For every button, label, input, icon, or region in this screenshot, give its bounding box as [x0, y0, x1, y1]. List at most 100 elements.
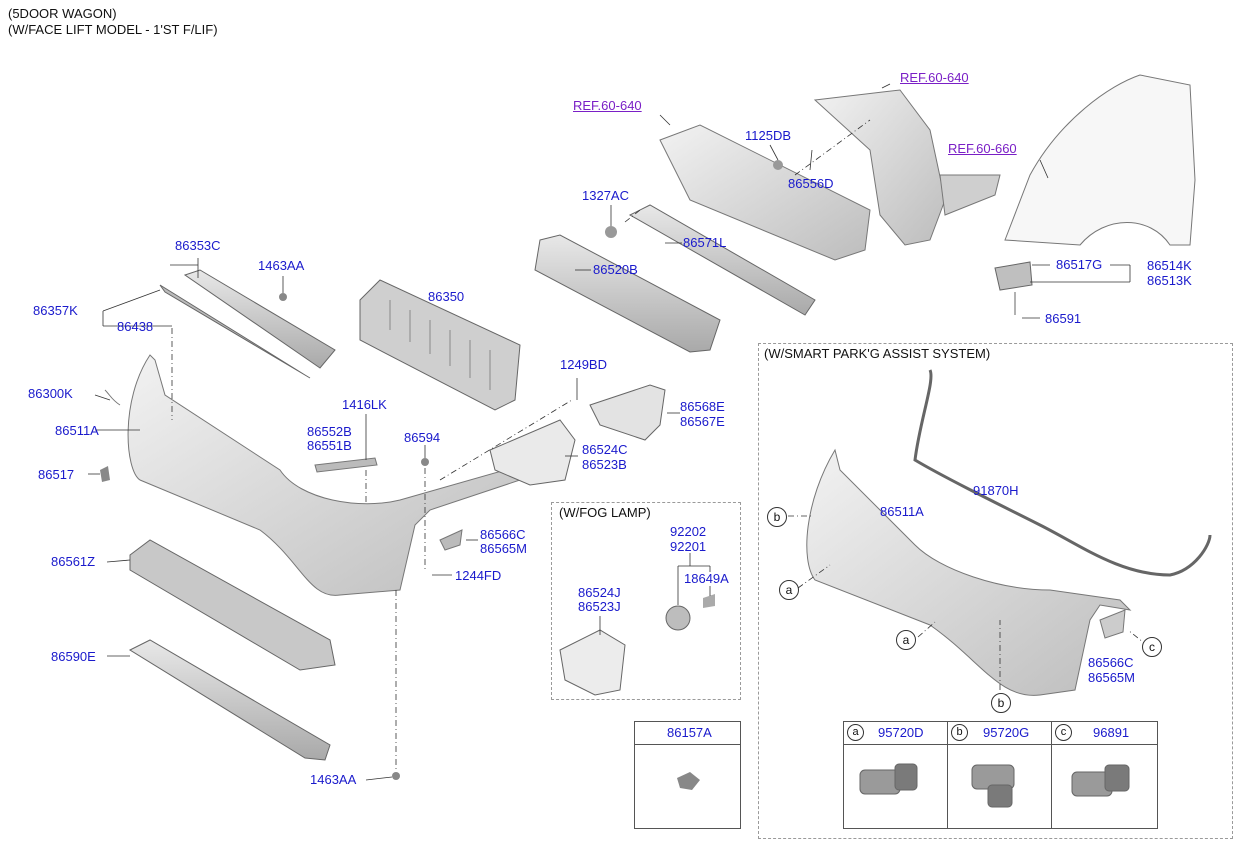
fog-lamp-bulb	[665, 605, 691, 631]
header-line-2: (W/FACE LIFT MODEL - 1'ST F/LIF)	[8, 22, 218, 37]
spas-part-86565M[interactable]: 86565M	[1088, 670, 1135, 685]
fog-lamp-box	[551, 502, 741, 700]
ref-60-660[interactable]: REF.60-660	[948, 141, 1017, 156]
part-86357K[interactable]: 86357K	[33, 303, 78, 318]
strip-86552B	[314, 457, 378, 473]
sensor-letter-c: c	[1055, 724, 1072, 741]
sensor-table-col-divider-1	[947, 721, 948, 828]
part-86511A[interactable]: 86511A	[55, 423, 99, 438]
part-86523J[interactable]: 86523J	[578, 599, 621, 614]
ref-60-640-right[interactable]: REF.60-640	[900, 70, 969, 85]
sensor-96891	[1071, 764, 1130, 797]
spas-part-86566C[interactable]: 86566C	[1088, 655, 1134, 670]
ref-60-640-left[interactable]: REF.60-640	[573, 98, 642, 113]
part-86590E[interactable]: 86590E	[51, 649, 96, 664]
part-86524C[interactable]: 86524C	[582, 442, 628, 457]
part-86561Z[interactable]: 86561Z	[51, 554, 96, 569]
upper-grille-cover	[183, 269, 336, 369]
front-fender	[1004, 74, 1196, 246]
part-86552B[interactable]: 86552B	[307, 424, 352, 439]
spas-bracket	[1099, 609, 1126, 639]
bracket-86566C	[439, 529, 463, 551]
bolt-1125DB	[773, 160, 783, 170]
part-86568E[interactable]: 86568E	[680, 399, 725, 414]
part-86300K[interactable]: 86300K	[28, 386, 73, 401]
side-lamp-assy	[489, 419, 576, 486]
sensor-table-col-divider-2	[1051, 721, 1052, 828]
part-1125DB[interactable]: 1125DB	[745, 128, 792, 143]
lower-lip-skid	[128, 639, 331, 761]
part-86524J[interactable]: 86524J	[578, 585, 621, 600]
sensor-95720D	[859, 763, 918, 795]
part-86438[interactable]: 86438	[117, 319, 154, 334]
clip-box	[634, 721, 741, 829]
part-1463AA-top[interactable]: 1463AA	[258, 258, 305, 273]
fender-bracket	[994, 261, 1033, 291]
sensor-letter-a: a	[847, 724, 864, 741]
callout-a-left: a	[779, 580, 799, 600]
part-1244FD[interactable]: 1244FD	[455, 568, 502, 583]
part-86350[interactable]: 86350	[428, 289, 465, 304]
part-92201[interactable]: 92201	[670, 539, 707, 554]
sensor-table-header-divider	[843, 744, 1157, 745]
sensor-part-96891[interactable]: 96891	[1093, 725, 1130, 740]
part-86565M[interactable]: 86565M	[480, 541, 527, 556]
header-line-1: (5DOOR WAGON)	[8, 6, 117, 21]
clip-box-divider	[634, 744, 740, 745]
spas-wiring-harness	[913, 369, 1212, 577]
sensor-table	[843, 721, 1158, 829]
cap-86517	[100, 466, 110, 482]
callout-a-center: a	[896, 630, 916, 650]
part-86353C[interactable]: 86353C	[175, 238, 221, 253]
part-1327AC[interactable]: 1327AC	[582, 188, 629, 203]
part-1249BD[interactable]: 1249BD	[560, 357, 607, 372]
part-86571L[interactable]: 86571L	[683, 235, 727, 250]
leader-lines	[88, 83, 1131, 781]
part-86157A[interactable]: 86157A	[667, 725, 712, 740]
clip-86157A	[677, 772, 700, 790]
part-92202[interactable]: 92202	[670, 524, 707, 539]
front-bumper-cover	[127, 354, 522, 596]
lamp-bracket	[589, 384, 666, 441]
part-86517G[interactable]: 86517G	[1056, 257, 1103, 272]
upper-garnish	[159, 284, 311, 379]
fog-socket	[703, 594, 715, 608]
part-86594[interactable]: 86594	[404, 430, 441, 445]
part-86551B[interactable]: 86551B	[307, 438, 352, 453]
part-86520B[interactable]: 86520B	[593, 262, 638, 277]
part-1463AA-bottom[interactable]: 1463AA	[310, 772, 357, 787]
sensor-letter-b: b	[951, 724, 968, 741]
part-86556D[interactable]: 86556D	[788, 176, 834, 191]
part-86567E[interactable]: 86567E	[680, 414, 725, 429]
callout-b-left: b	[767, 507, 787, 527]
part-1416LK[interactable]: 1416LK	[342, 397, 387, 412]
clip-1463AA-top	[279, 293, 287, 301]
diagram-header: (5DOOR WAGON) (W/FACE LIFT MODEL - 1'ST …	[8, 6, 218, 38]
callout-b-bottom: b	[991, 693, 1011, 713]
dash-dot-lines	[171, 119, 871, 770]
sensor-95720G	[971, 764, 1015, 808]
fog-lamp-title: (W/FOG LAMP)	[559, 505, 651, 520]
bumper-beam-absorber	[628, 204, 816, 316]
spas-part-86511A[interactable]: 86511A	[880, 504, 924, 519]
radiator-support-frame	[659, 89, 1001, 261]
part-86523B[interactable]: 86523B	[582, 457, 627, 472]
part-86591[interactable]: 86591	[1045, 311, 1082, 326]
part-86513K[interactable]: 86513K	[1147, 273, 1192, 288]
fastener-86594	[421, 458, 429, 466]
energy-absorber	[534, 234, 721, 353]
wire-86300K	[104, 389, 121, 406]
spas-bumper-cover	[806, 448, 1132, 696]
part-86514K[interactable]: 86514K	[1147, 258, 1192, 273]
spas-title: (W/SMART PARK'G ASSIST SYSTEM)	[764, 346, 991, 361]
sensor-part-95720G[interactable]: 95720G	[983, 725, 1030, 740]
sensor-part-95720D[interactable]: 95720D	[878, 725, 924, 740]
spas-part-91870H[interactable]: 91870H	[973, 483, 1019, 498]
part-18649A[interactable]: 18649A	[684, 571, 729, 586]
nut-1327AC	[605, 226, 617, 238]
clip-1463AA-bottom	[392, 772, 400, 780]
part-86566C[interactable]: 86566C	[480, 527, 526, 542]
lower-grille	[129, 539, 336, 671]
part-86517[interactable]: 86517	[38, 467, 75, 482]
